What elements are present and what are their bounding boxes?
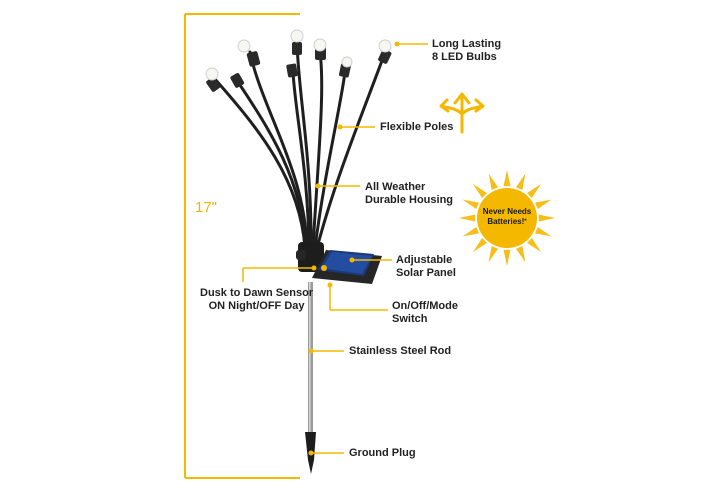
led-bulb <box>205 67 221 92</box>
callout-switch-line1: On/Off/Mode <box>392 300 458 312</box>
sun-ray <box>462 199 479 210</box>
callout-rod: Stainless Steel Rod <box>349 345 452 357</box>
led-bulb <box>237 39 261 67</box>
led-bulbs <box>205 29 392 92</box>
sun-ray <box>473 238 487 252</box>
badge-line2-text: Batteries! <box>487 217 525 226</box>
callout-sensor-line2: ON Night/OFF Day <box>208 300 305 312</box>
badge-line1: Never Needs <box>482 207 532 216</box>
callout-bulbs: Long Lasting 8 LED Bulbs <box>432 38 501 64</box>
badge-mark: * <box>524 219 527 225</box>
sun-ray <box>488 173 499 190</box>
sun-ray <box>527 238 541 252</box>
sun-ray <box>535 226 552 237</box>
led-bulb <box>378 39 392 64</box>
callout-dots <box>308 41 400 456</box>
height-bracket <box>184 13 300 479</box>
callout-poles: Flexible Poles <box>380 121 454 133</box>
callout-sensor: Dusk to Dawn Sensor ON Night/OFF Day <box>200 287 313 313</box>
led-bulb <box>339 56 353 78</box>
sun-ray <box>527 184 541 198</box>
callout-bulbs-line2: 8 LED Bulbs <box>432 51 497 63</box>
callout-panel: Adjustable Solar Panel <box>396 254 456 280</box>
sun-ray <box>538 214 555 222</box>
sun-ray <box>515 173 526 190</box>
sun-ray <box>535 199 552 210</box>
callout-sensor-line1: Dusk to Dawn Sensor <box>200 287 314 299</box>
housing <box>296 242 324 272</box>
sun-ray <box>515 246 526 263</box>
sun-ray <box>462 226 479 237</box>
callout-switch: On/Off/Mode Switch <box>392 300 458 326</box>
callout-housing-line1: All Weather <box>365 181 426 193</box>
callout-housing-line2: Durable Housing <box>365 194 454 206</box>
solar-panel <box>312 250 382 284</box>
callout-leaders <box>242 43 428 454</box>
sun-ray <box>503 170 511 187</box>
callout-bulbs-line1: Long Lasting <box>432 38 502 50</box>
sun-ray <box>488 246 499 263</box>
height-label: 17" <box>195 199 218 216</box>
sun-ray <box>473 184 487 198</box>
callout-panel-line1: Adjustable <box>396 254 453 266</box>
led-bulb <box>313 38 327 60</box>
flexible-poles <box>212 40 388 250</box>
led-bulb <box>230 73 245 88</box>
led-bulb <box>290 29 304 55</box>
badge-line2: Batteries!* <box>477 217 537 227</box>
sun-ray <box>503 249 511 266</box>
led-bulb <box>286 63 298 78</box>
callout-switch-line2: Switch <box>392 313 428 325</box>
three-way-arrows-icon <box>439 92 485 134</box>
badge-text: Never Needs Batteries!* <box>477 207 537 227</box>
sun-ray <box>459 214 476 222</box>
callout-housing: All Weather Durable Housing <box>365 181 453 207</box>
callout-panel-line2: Solar Panel <box>396 267 456 279</box>
sun-badge-icon <box>459 170 555 266</box>
callout-plug: Ground Plug <box>349 447 416 459</box>
stainless-steel-rod <box>308 282 313 434</box>
